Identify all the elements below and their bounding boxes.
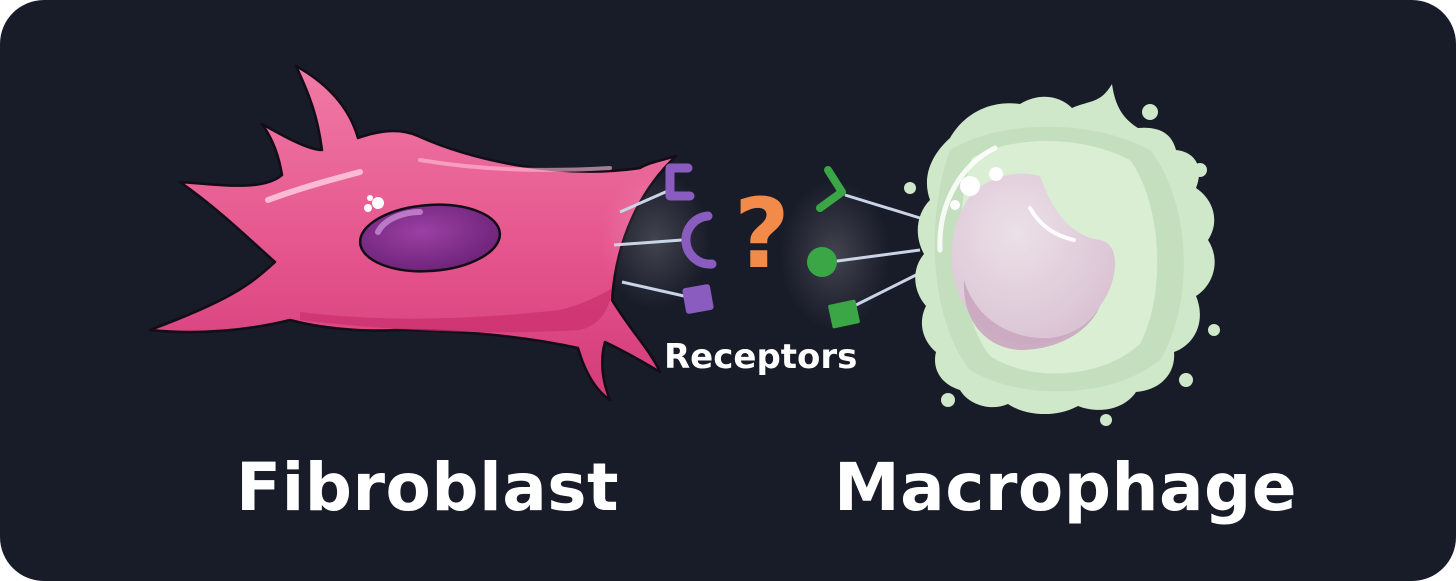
macrophage-receptors: [780, 166, 923, 330]
fibroblast-cell-icon: [148, 64, 678, 402]
macrophage-cell-icon: [904, 84, 1220, 426]
question-mark-text: ?: [734, 178, 790, 290]
question-mark: ?: [734, 186, 790, 282]
fibroblast-receptors: [600, 163, 717, 314]
macrophage-label: Macrophage: [834, 449, 1298, 526]
fibroblast-label: Fibroblast: [236, 449, 620, 526]
receptors-label: Receptors: [664, 337, 858, 377]
